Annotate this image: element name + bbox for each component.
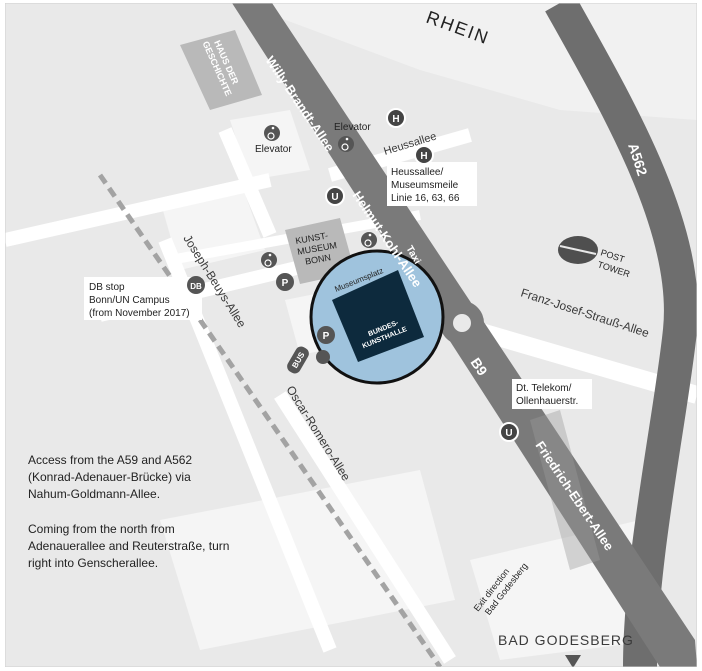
south-arrow-icon bbox=[565, 655, 581, 667]
svg-text:BONN: BONN bbox=[304, 252, 331, 266]
bus-icon: BUS bbox=[287, 346, 309, 374]
svg-text:Bonn/UN Campus: Bonn/UN Campus bbox=[89, 295, 170, 306]
svg-text:Dt. Telekom/: Dt. Telekom/ bbox=[516, 383, 572, 394]
access-note: Access from the A59 and A562 (Konrad-Ade… bbox=[28, 453, 193, 501]
telekom-stop-label: Dt. Telekom/ Ollenhauerstr. bbox=[512, 379, 592, 409]
bad-godesberg-label: BAD GODESBERG bbox=[498, 632, 634, 648]
svg-text:(from November 2017): (from November 2017) bbox=[89, 308, 190, 319]
svg-text:Museumsmeile: Museumsmeile bbox=[391, 180, 459, 191]
svg-text:Ollenhauerstr.: Ollenhauerstr. bbox=[516, 396, 578, 407]
ubahn-icon: U bbox=[325, 186, 345, 206]
wheelchair-icon bbox=[264, 125, 280, 141]
svg-text:U: U bbox=[505, 428, 512, 439]
svg-text:DB stop: DB stop bbox=[89, 282, 125, 293]
bus-stop-icon: H bbox=[386, 108, 406, 128]
svg-text:U: U bbox=[331, 192, 338, 203]
heussallee-stop-label: Heussallee/ Museumsmeile Linie 16, 63, 6… bbox=[387, 162, 477, 206]
wheelchair-icon bbox=[361, 232, 377, 248]
rail-line bbox=[97, 173, 443, 667]
svg-text:P: P bbox=[323, 331, 330, 342]
svg-text:H: H bbox=[392, 114, 399, 125]
wheelchair-icon bbox=[338, 136, 354, 152]
elevator-label-left: Elevator bbox=[255, 144, 292, 155]
wheelchair-icon bbox=[261, 252, 277, 268]
main-road-fade bbox=[530, 410, 600, 570]
svg-text:Linie 16, 63, 66: Linie 16, 63, 66 bbox=[391, 193, 460, 204]
post-tower: POST TOWER bbox=[558, 236, 632, 279]
bus-icon bbox=[316, 350, 330, 364]
elevator-label-right: Elevator bbox=[334, 122, 371, 133]
bundeskunsthalle-building bbox=[332, 270, 424, 362]
parking-icon: P bbox=[276, 273, 294, 291]
motorway-a562 bbox=[545, 3, 697, 667]
svg-text:H: H bbox=[420, 151, 427, 162]
db-stop-label: DB stop Bonn/UN Campus (from November 20… bbox=[84, 277, 202, 320]
svg-text:Heussallee/: Heussallee/ bbox=[391, 167, 443, 178]
svg-text:DB: DB bbox=[190, 282, 202, 291]
parking-icon: P bbox=[317, 326, 335, 344]
kunstmuseum-label: KUNST- MUSEUM BONN bbox=[295, 230, 338, 266]
db-icon: DB bbox=[187, 276, 205, 294]
direction-note: Coming from the north from Adenauerallee… bbox=[28, 522, 230, 570]
ubahn-icon: U bbox=[499, 422, 519, 442]
svg-text:P: P bbox=[282, 278, 289, 289]
bus-stop-icon: H bbox=[414, 145, 434, 165]
